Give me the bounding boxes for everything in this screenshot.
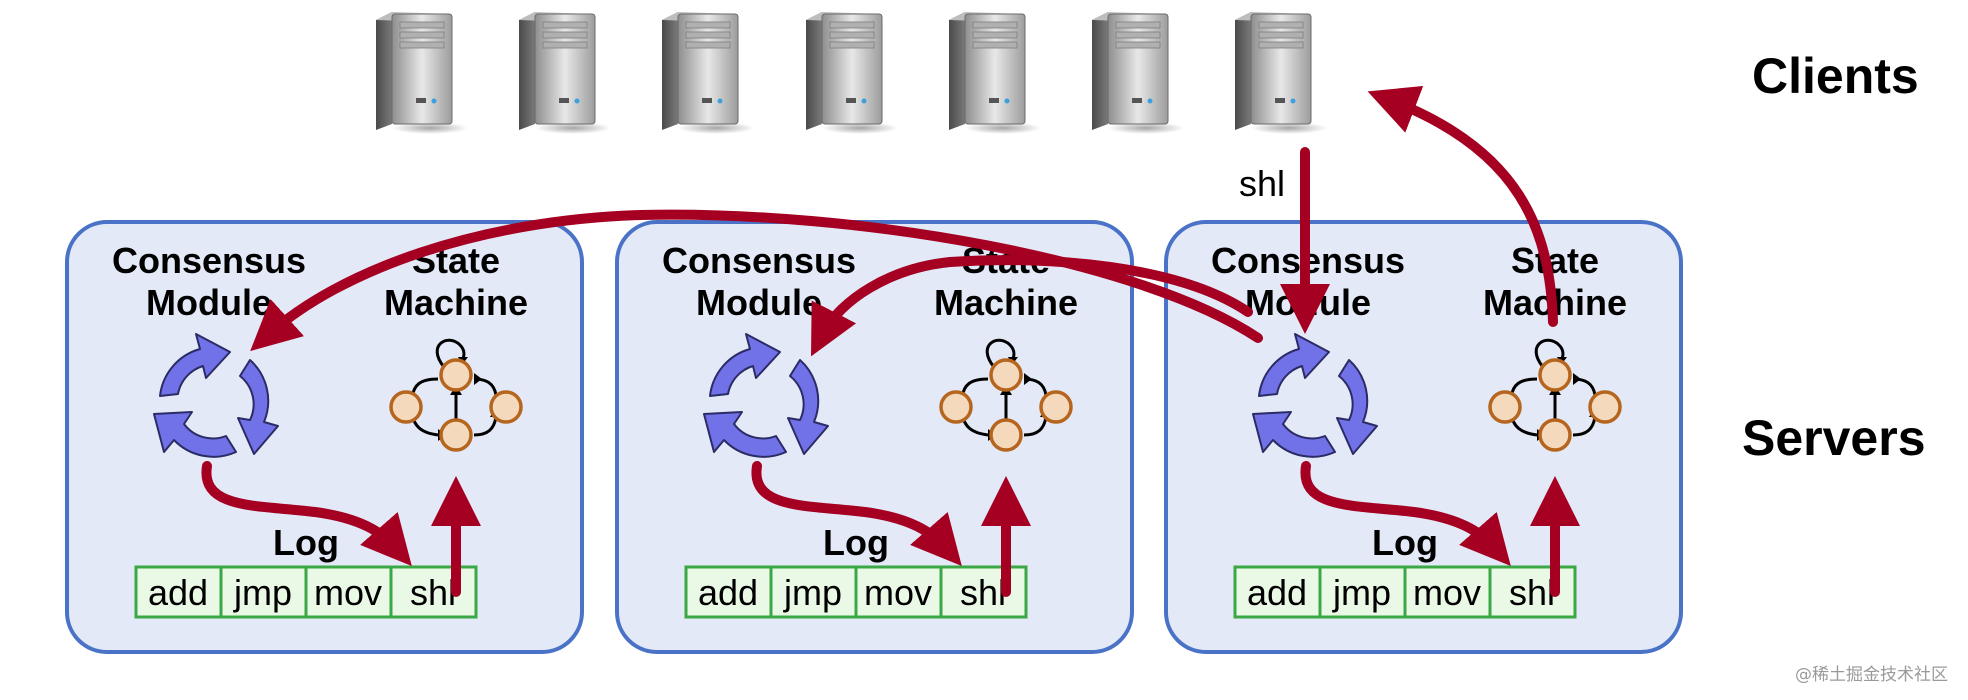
response-arrow <box>1367 86 1558 327</box>
client-computer-icon <box>948 11 1042 135</box>
log-entry: add <box>1247 572 1307 613</box>
command-label: shl <box>1239 163 1285 204</box>
state-machine-label: State <box>1511 240 1599 281</box>
server-1: Consensus Module State Machine Log add j… <box>65 220 584 654</box>
log-cell <box>389 565 478 619</box>
log-entry: mov <box>864 572 932 613</box>
log-label: Log <box>1372 522 1438 563</box>
log-cell <box>939 565 1028 619</box>
log-entry: shl <box>410 572 456 613</box>
client-computer-icon <box>1091 11 1185 135</box>
server-3: Consensus Module State Machine Log add j… <box>1164 220 1683 654</box>
consensus-label: Module <box>146 282 272 323</box>
client-computer-icon <box>518 11 612 135</box>
clients-heading: Clients <box>1752 48 1919 104</box>
log-cell <box>769 565 858 619</box>
log: add jmp mov shl <box>134 565 478 619</box>
log-entry: add <box>698 572 758 613</box>
log-entry: jmp <box>783 572 842 613</box>
log-label: Log <box>823 522 889 563</box>
client-computer-icon <box>1234 11 1328 135</box>
log-entry: jmp <box>233 572 292 613</box>
log-cell <box>1488 565 1577 619</box>
servers-heading: Servers <box>1742 410 1926 466</box>
log-cell <box>1233 565 1322 619</box>
log-entry: add <box>148 572 208 613</box>
log-label: Log <box>273 522 339 563</box>
consensus-label: Consensus <box>112 240 306 281</box>
consensus-to-log-arrow <box>201 461 412 567</box>
replication-arrow <box>811 255 1253 357</box>
consensus-to-log-arrow <box>751 461 962 567</box>
log-entry: shl <box>1509 572 1555 613</box>
log: add jmp mov shl <box>684 565 1028 619</box>
log: add jmp mov shl <box>1233 565 1577 619</box>
client-computer-icon <box>661 11 755 135</box>
log-entry: jmp <box>1332 572 1391 613</box>
log-entry: shl <box>960 572 1006 613</box>
client-computer-icon <box>375 11 469 135</box>
client-computer-icon <box>805 11 899 135</box>
arrows <box>201 86 1580 597</box>
consensus-label: Module <box>696 282 822 323</box>
replication-arrow <box>250 209 1263 352</box>
consensus-label: Consensus <box>662 240 856 281</box>
log-entry: mov <box>1413 572 1481 613</box>
state-machine-label: Machine <box>934 282 1078 323</box>
consensus-to-log-arrow <box>1300 461 1511 567</box>
log-entry: mov <box>314 572 382 613</box>
log-cell <box>134 565 223 619</box>
watermark: @稀土掘金技术社区 <box>1795 665 1948 685</box>
state-machine-label: Machine <box>384 282 528 323</box>
client-row <box>375 11 1328 135</box>
